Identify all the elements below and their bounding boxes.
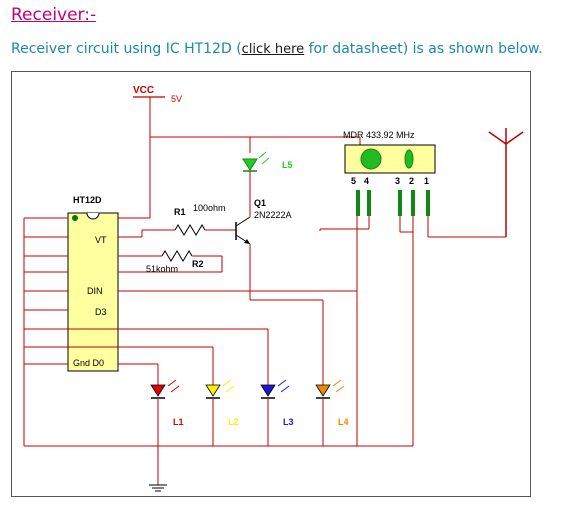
l3-label: L3 (283, 417, 294, 427)
r2-label: R2 (192, 259, 204, 269)
l1-label: L1 (173, 417, 184, 427)
l5-label: L5 (282, 160, 293, 170)
intro-before: Receiver circuit using IC HT12D ( (11, 41, 242, 57)
rf-crystal (404, 149, 414, 169)
rf-pin-2: 2 (409, 176, 414, 186)
rf-pin-4: 4 (364, 176, 369, 186)
led-l2: L2 (205, 379, 239, 427)
led-l1: L1 (150, 379, 184, 427)
r2-value: 51kohm (146, 264, 178, 274)
q1-value: 2N2222A (254, 210, 292, 220)
led-l3: L3 (260, 379, 294, 427)
l4-label: L4 (338, 417, 349, 427)
rf-receiver-module (344, 144, 436, 174)
l5-led (242, 158, 258, 171)
r1-resistor (174, 224, 206, 236)
pin-d3: D3 (95, 307, 107, 317)
r1-label: R1 (174, 207, 186, 217)
section-heading: Receiver:- (11, 5, 97, 25)
q1-label: Q1 (254, 198, 266, 208)
intro-after: for datasheet) is as shown below. (304, 41, 543, 57)
pin1-marker (72, 215, 78, 221)
ht12d-chip (67, 212, 119, 372)
pin-gnd-d0: Gnd D0 (73, 358, 104, 368)
r1-value: 100ohm (193, 203, 226, 213)
datasheet-link[interactable]: click here (241, 42, 305, 57)
pin-din: DIN (87, 286, 103, 296)
rf-coil (360, 148, 382, 170)
led-l4: L4 (315, 379, 349, 427)
vcc-label: VCC (133, 85, 154, 96)
r2-resistor (161, 250, 193, 262)
l2-label: L2 (228, 417, 239, 427)
rf-module-label: MDR 433.92 MHz (343, 130, 415, 140)
vcc-value: 5V (171, 94, 182, 104)
rf-pin-1: 1 (424, 176, 429, 186)
ic-name: HT12D (73, 195, 102, 205)
intro-text: Receiver circuit using IC HT12D (click h… (11, 41, 543, 57)
rf-pin-3: 3 (395, 176, 400, 186)
pin-vt: VT (95, 235, 107, 245)
rf-pin-5: 5 (351, 176, 356, 186)
